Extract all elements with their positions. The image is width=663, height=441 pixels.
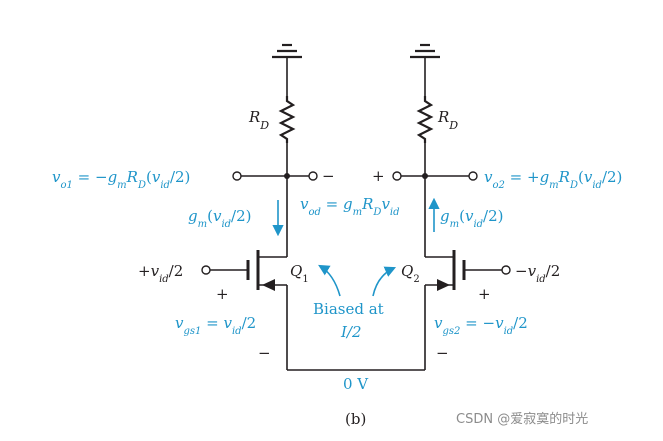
sign-vgs1-plus: + <box>216 285 229 303</box>
drain-resistor-right <box>416 96 434 143</box>
label-vo1: vo1 = −gmRD(vid/2) <box>52 168 190 191</box>
sign-vgs2-minus: − <box>436 344 449 362</box>
label-current-right: gm(vid/2) <box>440 207 504 230</box>
terminal-vo1 <box>232 171 242 181</box>
sign-vgs2-plus: + <box>478 285 491 303</box>
terminal-vod-minus <box>308 171 318 181</box>
label-biased-line2: I/2 <box>340 323 362 341</box>
watermark-text: CSDN @爱寂寞的时光 <box>456 411 588 427</box>
sign-vod-minus: − <box>322 167 335 185</box>
label-vin-left: +vid/2 <box>138 262 183 285</box>
bias-arrow-q2 <box>372 266 397 297</box>
sign-vod-plus: + <box>372 167 385 185</box>
label-rd-left: RD <box>248 108 269 132</box>
label-current-left: gm(vid/2) <box>188 207 252 230</box>
label-vgs2: vgs2 = −vid/2 <box>434 314 528 337</box>
label-biased-line1: Biased at <box>313 300 384 318</box>
label-source-node-voltage: 0 V <box>343 375 369 393</box>
bias-arrow-q1 <box>318 264 341 297</box>
figure-caption: (b) <box>345 410 366 428</box>
terminal-vod-plus <box>392 171 402 181</box>
terminal-vin-right <box>501 265 511 275</box>
label-q2: Q2 <box>401 262 420 285</box>
terminal-vin-left <box>201 265 211 275</box>
terminal-vo2 <box>468 171 478 181</box>
label-vin-right: −vid/2 <box>515 262 560 285</box>
sign-vgs1-minus: − <box>258 344 271 362</box>
label-rd-right: RD <box>437 108 458 132</box>
ground-symbol-left <box>272 43 302 96</box>
label-vod: vod = gmRDvid <box>300 195 400 218</box>
drain-resistor-left <box>278 96 296 143</box>
label-vo2: vo2 = +gmRD(vid/2) <box>484 168 622 191</box>
label-vgs1: vgs1 = vid/2 <box>175 314 256 337</box>
label-q1: Q1 <box>290 262 309 285</box>
ground-symbol-right <box>410 43 440 96</box>
